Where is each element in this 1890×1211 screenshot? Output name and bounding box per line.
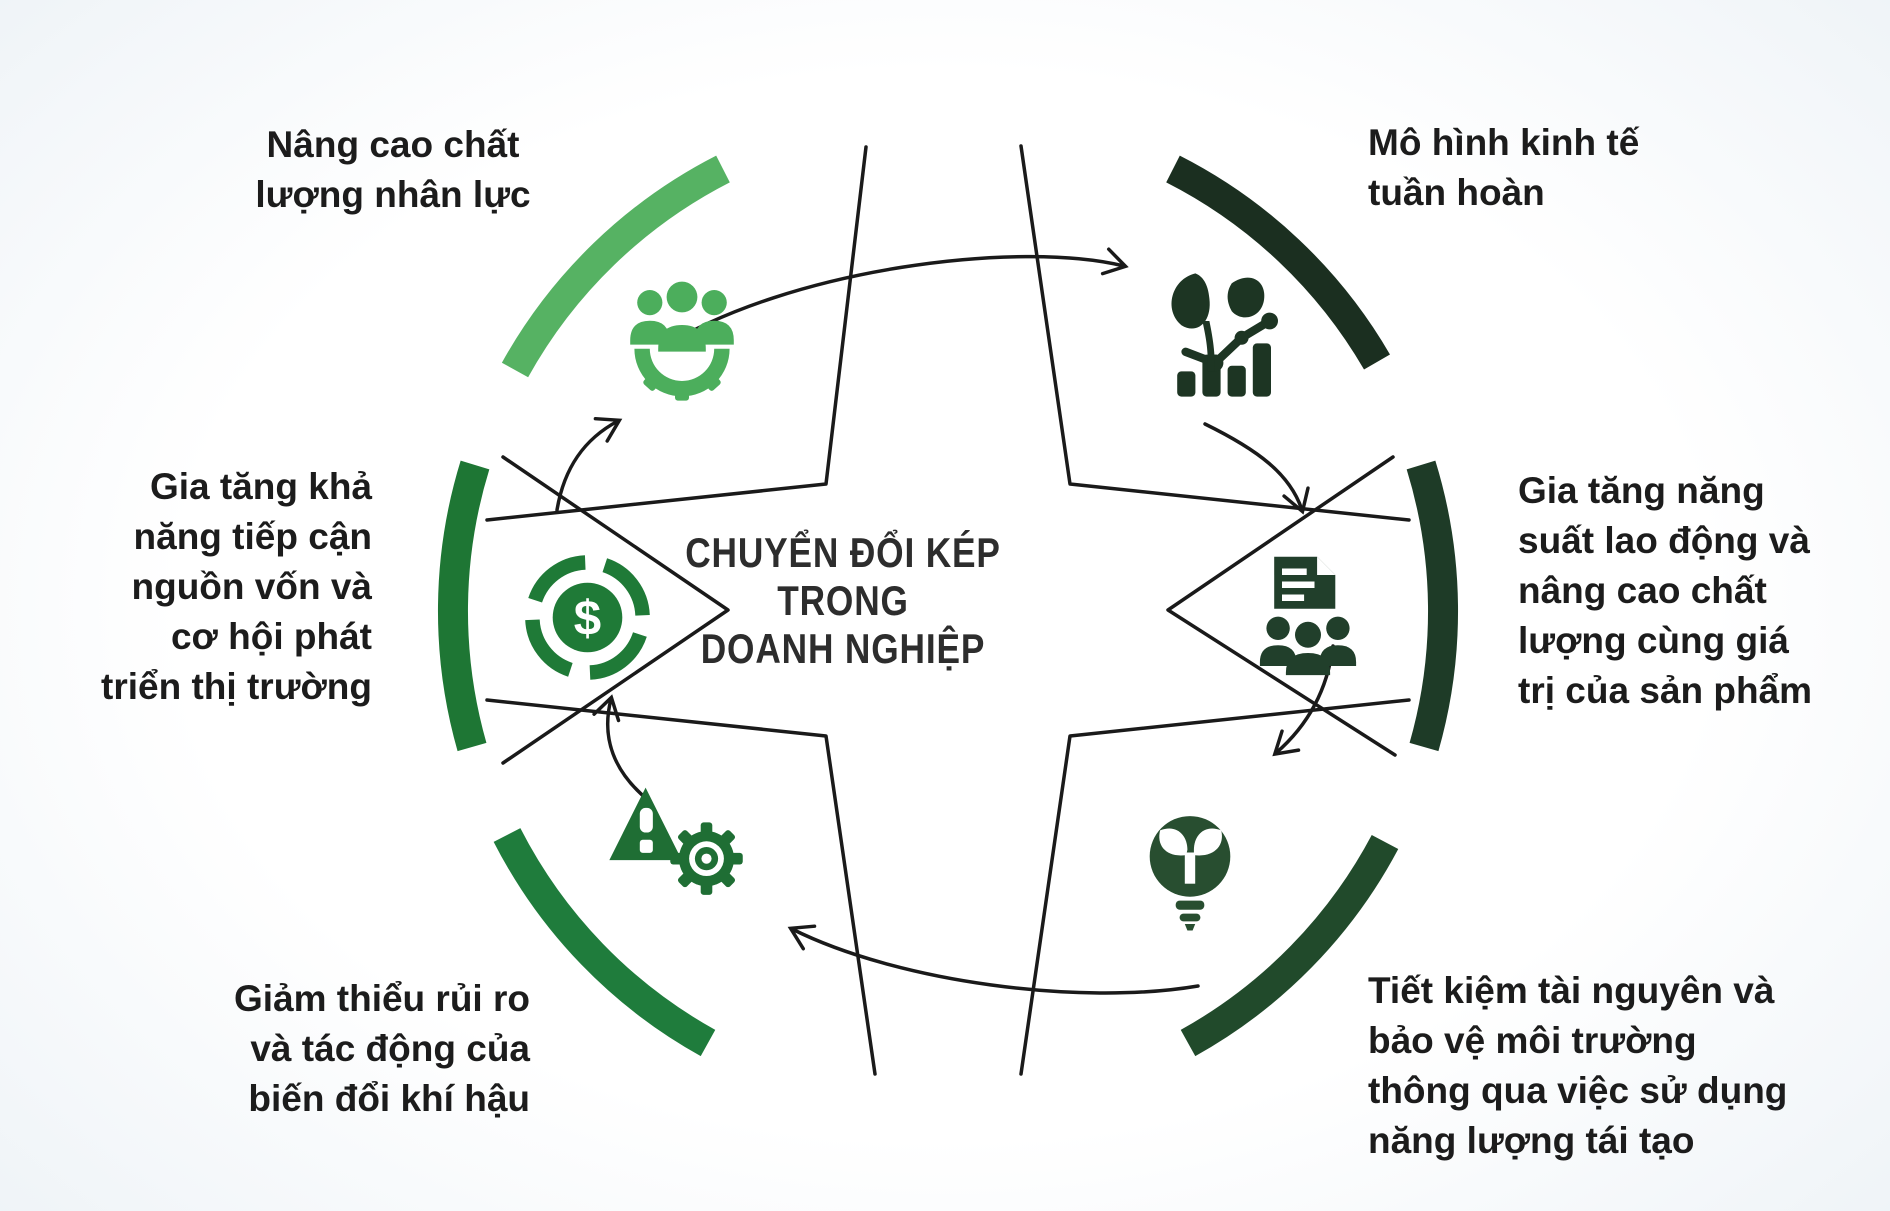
petal-outline-e	[1166, 455, 1397, 757]
label-line: năng lượng tái tạo	[1368, 1120, 1695, 1161]
team-gear-icon	[630, 281, 734, 401]
label-resource-environment: Tiết kiệm tài nguyên và bảo vệ môi trườn…	[1368, 966, 1888, 1166]
title-line: TRONG	[777, 577, 909, 624]
arrow-top-clockwise	[660, 247, 1129, 350]
label-line: nguồn vốn và	[131, 566, 373, 607]
title-line: DOANH NGHIỆP	[700, 625, 986, 672]
label-line: trị của sản phẩm	[1518, 670, 1813, 711]
label-line: lượng nhân lực	[255, 174, 531, 215]
plant-growth-chart-icon	[1171, 273, 1278, 397]
label-line: bảo vệ môi trường	[1368, 1020, 1697, 1061]
label-line: Giảm thiểu rủi ro	[233, 978, 530, 1019]
label-line: và tác động của	[250, 1028, 530, 1069]
eco-bulb-icon	[1149, 816, 1231, 931]
label-capital-access: Gia tăng khả năng tiếp cận nguồn vốn và …	[62, 462, 372, 712]
arrow-sw-to-w	[592, 694, 650, 802]
arc-productivity-quality	[1406, 460, 1459, 752]
arrow-w-to-nw	[555, 416, 623, 512]
arrow-ne-to-e	[1203, 422, 1310, 515]
arc-risk-reduction	[493, 828, 716, 1057]
arrow-bottom-clockwise	[787, 924, 1200, 995]
flow-lines	[485, 144, 1411, 1076]
label-line: biến đổi khí hậu	[248, 1078, 530, 1119]
label-line: Mô hình kinh tế	[1368, 122, 1640, 163]
petal-outline-w	[501, 455, 730, 765]
label-line: thông qua việc sử dụng	[1368, 1070, 1788, 1111]
label-line: lượng cùng giá	[1518, 620, 1789, 661]
label-line: Gia tăng khả	[149, 466, 372, 507]
label-line: triển thị trường	[101, 666, 372, 707]
label-line: Tiết kiệm tài nguyên và	[1368, 970, 1775, 1011]
arc-human-capital	[501, 155, 730, 378]
label-human-capital: Nâng cao chất lượng nhân lực	[213, 120, 573, 220]
label-circular-economy: Mô hình kinh tế tuần hoàn	[1368, 118, 1788, 218]
label-line: năng tiếp cận	[133, 516, 372, 557]
label-line: Gia tăng năng	[1518, 470, 1765, 511]
label-line: suất lao động và	[1518, 520, 1810, 561]
diagram-title: CHUYỂN ĐỔI KÉP TRONG DOANH NGHIỆP	[654, 529, 1032, 673]
label-line: cơ hội phát	[170, 616, 372, 657]
petal-outline-se	[1019, 698, 1411, 1076]
ring-arcs	[437, 155, 1459, 1057]
arc-circular-economy	[1166, 155, 1390, 370]
label-productivity-quality: Gia tăng năng suất lao động và nâng cao …	[1518, 466, 1888, 716]
dollar-target-icon: $	[525, 555, 650, 680]
document-team-icon	[1259, 556, 1357, 676]
label-line: nâng cao chất	[1518, 570, 1767, 611]
label-line: tuần hoàn	[1368, 172, 1545, 213]
label-line: Nâng cao chất	[266, 124, 520, 165]
label-risk-reduction: Giảm thiểu rủi ro và tác động của biến đ…	[170, 974, 530, 1124]
petal-outline-nw	[485, 145, 868, 522]
title-line: CHUYỂN ĐỔI KÉP	[685, 529, 1001, 576]
arc-capital-access	[437, 460, 490, 752]
arc-resource-environment	[1180, 834, 1399, 1057]
dollar-sign: $	[574, 591, 601, 646]
warning-gear-icon	[609, 787, 743, 895]
